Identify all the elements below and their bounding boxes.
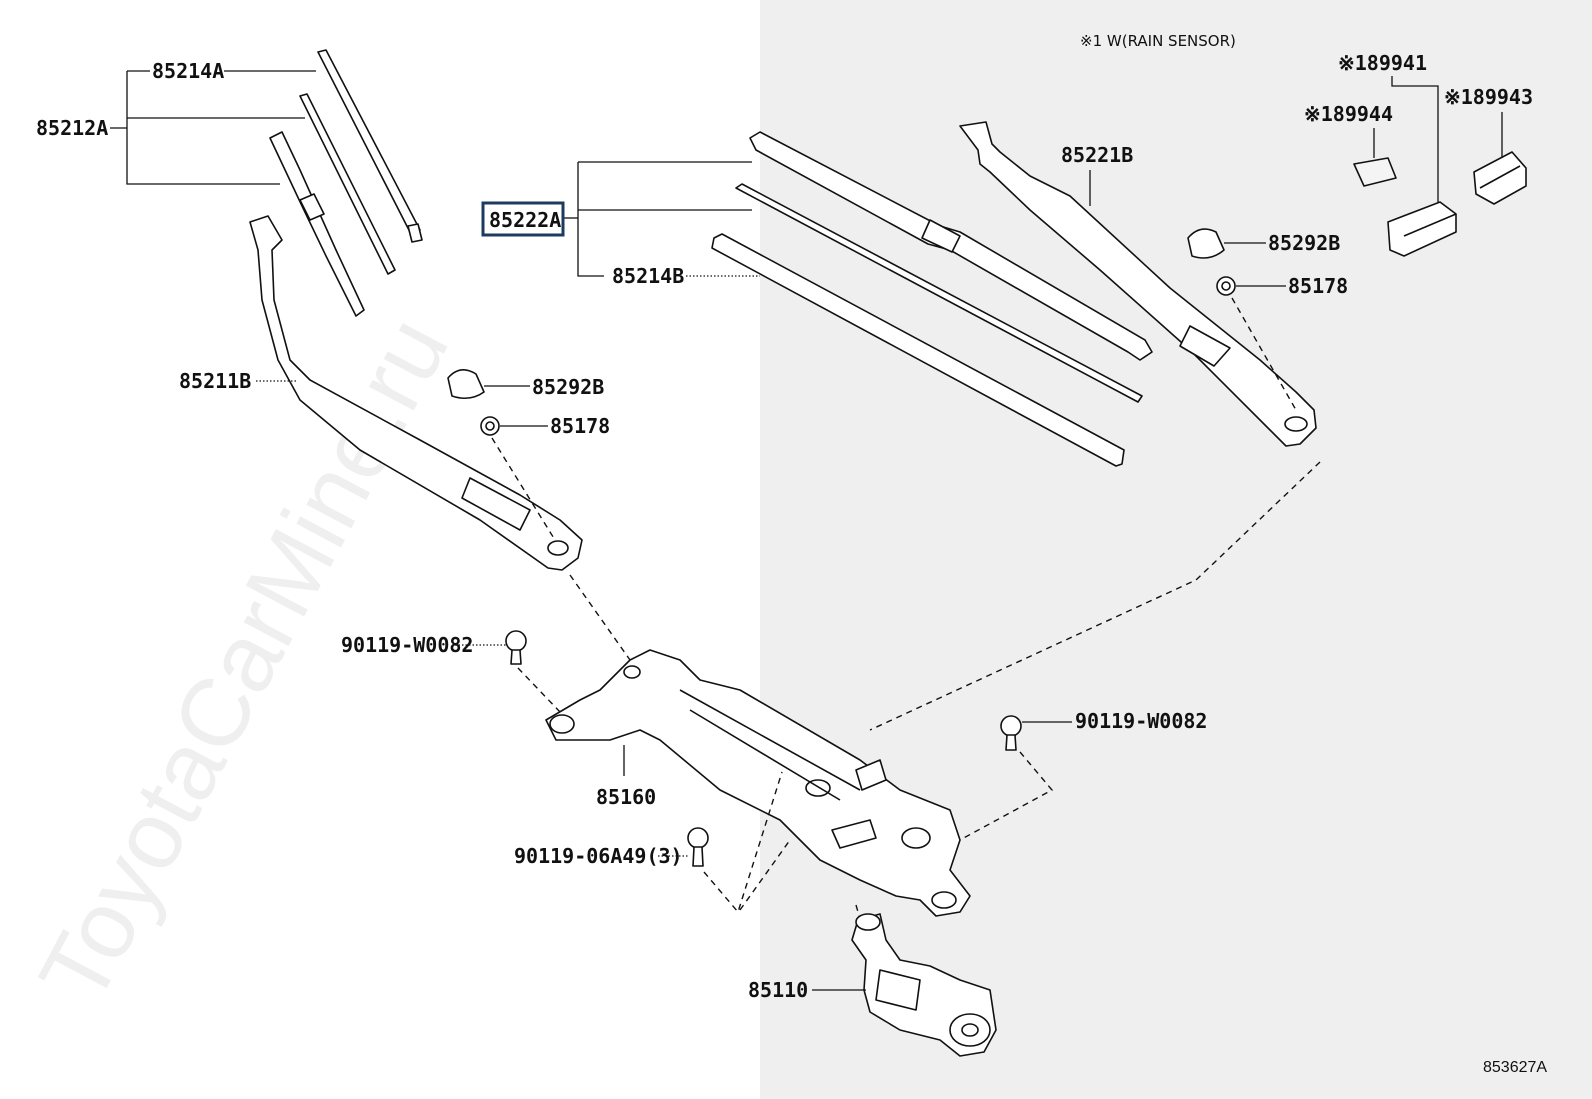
rain-sensor-cover[interactable] (1473, 151, 1527, 205)
label-85110[interactable]: 85110 (748, 978, 808, 1002)
label-85214A[interactable]: 85214A (152, 59, 224, 83)
right-arm-nut[interactable] (1216, 276, 1236, 296)
bolt-06A49[interactable] (687, 827, 709, 867)
label-85212A[interactable]: 85212A (36, 116, 108, 140)
left-blade-frame[interactable] (269, 131, 365, 317)
left-arm-cap[interactable] (447, 369, 485, 400)
bolt-left-w0082[interactable] (505, 630, 527, 665)
label-90119W0082-left[interactable]: 90119-W0082 (341, 633, 473, 657)
label-9011906A49[interactable]: 90119-06A49(3) (514, 844, 683, 868)
label-89943[interactable]: ※189943 (1444, 85, 1533, 109)
wiper-linkage[interactable] (545, 649, 971, 917)
left-blade-leaders (110, 70, 316, 185)
leader-89941 (1391, 76, 1439, 210)
left-blade-rubber-strip[interactable] (299, 93, 396, 275)
label-90119W0082-right[interactable]: 90119-W0082 (1075, 709, 1207, 733)
label-85211B[interactable]: 85211B (179, 369, 251, 393)
right-wiper-arm[interactable] (959, 121, 1317, 447)
right-bolt-dashline (959, 751, 1054, 841)
right-blade-leaders (564, 161, 760, 277)
left-blade-refill-strip[interactable] (317, 49, 423, 243)
label-89944[interactable]: ※189944 (1304, 102, 1393, 126)
left-wiper-arm[interactable] (249, 215, 583, 571)
label-85160[interactable]: 85160 (596, 785, 656, 809)
shaded-panel (760, 0, 1592, 1099)
right-blade-refill-strip[interactable] (711, 233, 1125, 467)
right-arm-dashline (869, 461, 1321, 731)
left-bolt-dashline (517, 667, 561, 713)
label-85292B-right[interactable]: 85292B (1268, 231, 1340, 255)
watermark-text: ToyotaCarMine.ru (19, 301, 469, 1020)
bolt-right-w0082[interactable] (1000, 715, 1022, 751)
label-85178-right[interactable]: 85178 (1288, 274, 1348, 298)
left-arm-nut[interactable] (480, 416, 500, 436)
rain-sensor-unit[interactable] (1387, 201, 1457, 257)
motor-dashline (855, 904, 863, 927)
label-89941[interactable]: ※189941 (1338, 51, 1427, 75)
right-arm-cap[interactable] (1187, 228, 1225, 259)
rain-sensor-note: ※1 W(RAIN SENSOR) (1080, 32, 1236, 50)
left-arm-dashline (569, 574, 631, 661)
rain-sensor-pad[interactable] (1353, 157, 1397, 187)
left-nut-dashline (491, 437, 556, 541)
label-85292B-left[interactable]: 85292B (532, 375, 604, 399)
right-blade-frame[interactable] (749, 131, 1153, 361)
right-blade-rubber[interactable] (735, 183, 1143, 403)
label-85178-left[interactable]: 85178 (550, 414, 610, 438)
highlight-box (481, 201, 565, 237)
label-85222A[interactable]: 85222A (489, 208, 561, 232)
label-85214B[interactable]: 85214B (612, 264, 684, 288)
label-85221B[interactable]: 85221B (1061, 143, 1133, 167)
wiper-motor[interactable] (851, 913, 997, 1057)
diagram-reference: 853627A (1483, 1059, 1547, 1076)
